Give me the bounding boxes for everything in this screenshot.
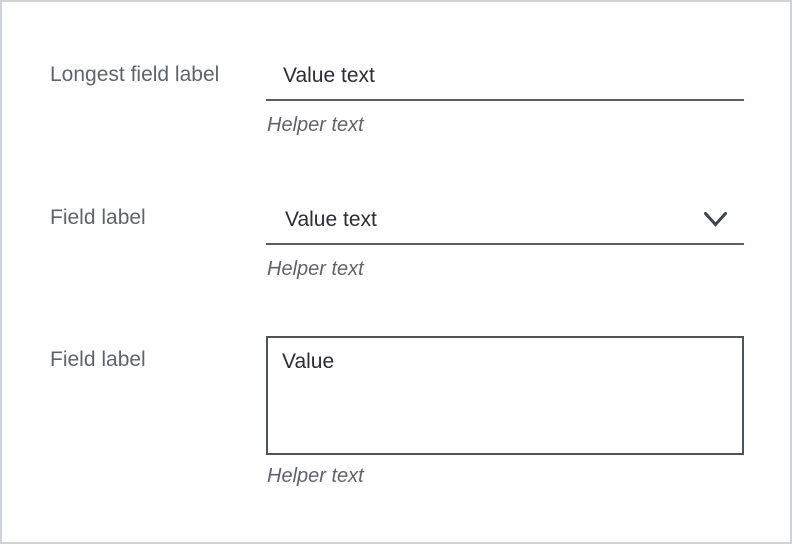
select-selected-value: Value text [285,207,377,231]
helper-text: Helper text [267,465,364,487]
field-label: Field label [50,348,146,371]
select-dropdown[interactable]: Value text [266,198,744,245]
textarea-input[interactable]: Value [266,336,744,455]
chevron-down-icon [703,211,728,228]
helper-text: Helper text [267,258,364,280]
field-label: Field label [50,206,146,229]
text-input[interactable] [266,56,744,101]
field-label: Longest field label [50,63,220,86]
helper-text: Helper text [267,114,364,136]
